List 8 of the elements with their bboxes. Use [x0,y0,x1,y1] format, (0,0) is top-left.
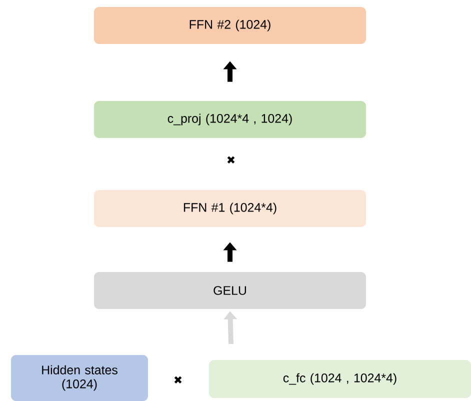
layer-box: FFN #1 (1024*4) [94,190,366,227]
multiply-sign: ✖ [227,156,235,164]
layer-box: FFN #2 (1024) [94,7,366,44]
layer-box: c_fc (1024 , 1024*4) [209,360,471,398]
layer-box: Hidden states (1024) [11,355,148,401]
multiply-sign: ✖ [174,376,182,384]
layer-box: GELU [94,272,366,309]
layer-box: c_proj (1024*4 , 1024) [94,101,366,138]
